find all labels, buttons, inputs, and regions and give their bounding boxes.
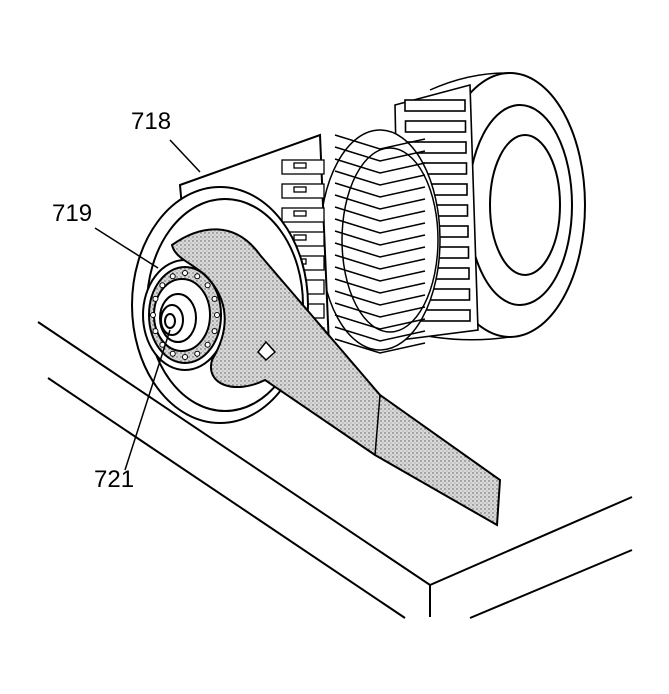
workbench xyxy=(37,321,633,619)
leader-lines xyxy=(94,139,201,471)
bearing-nut-assembly xyxy=(142,259,228,371)
callout-718: 718 xyxy=(131,108,172,135)
helical-gear xyxy=(319,129,441,354)
callout-721: 721 xyxy=(94,466,135,493)
spanner-wrench xyxy=(170,228,502,527)
callout-719: 719 xyxy=(52,200,93,227)
